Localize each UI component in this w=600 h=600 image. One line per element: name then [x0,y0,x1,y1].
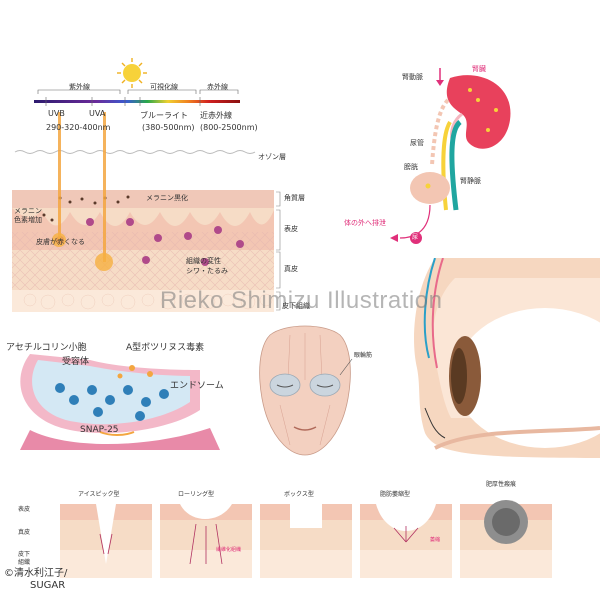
atrophy-label: 萎縮 [430,537,441,543]
blue-light-label: ブルーライト [140,111,188,120]
muscle-label: 眼輪筋 [354,352,373,359]
eye-section-diagram [395,258,600,458]
skin-uv-artwork [12,58,281,312]
copyright-credit: ©清水利江子/ SUGAR [4,568,67,592]
scar-title: アイスピック型 [78,491,120,498]
uv-label: 紫外線 [69,83,90,91]
skin-uv-diagram: 紫外線 可視化線 赤外線 UVB UVA 290-320-400nm ブルーライ… [0,0,330,320]
toxin-label: A型ボツリヌス毒素 [126,343,205,353]
scar-panel-atrophic: 脂肪萎縮型 萎縮 [360,492,452,578]
scar-panel-boxcar: ボックス型 [260,492,352,578]
uva-beam [103,112,106,262]
melanin-dots [42,195,130,222]
uv-range-label: 290-320-400nm [46,123,111,132]
left-eye-muscle [269,373,301,397]
excretion-label: 体の外へ排泄 [344,219,386,227]
layer-dermis-label: 真皮 [284,265,298,273]
bladder-label: 膀胱 [404,163,418,171]
vesicles [55,383,169,421]
layer-epidermis-label: 表皮 [284,225,298,233]
scar-layer-dermis: 真皮 [18,529,31,536]
spectrum-bar [34,100,240,103]
scar-panel-hypertrophic: 肥厚性瘢痕 [460,482,552,578]
synapse-artwork [20,354,220,450]
ozone-label: オゾン層 [258,153,286,161]
bladder-shape [410,172,450,204]
scar-title: ローリング型 [178,491,215,498]
face-muscle-artwork [259,325,353,456]
scar-layer-subcutis-1: 皮下 [18,551,31,558]
scar-layer-epidermis: 表皮 [18,506,31,513]
melanin-increase-label-2: 色素増加 [14,216,42,224]
uva-label: UVA [89,109,106,118]
near-ir-label: 近赤外線 [200,111,232,120]
melanin-black-label: メラニン黒化 [146,194,188,202]
kidney-shape [446,75,511,149]
layer-subcutis-label: 皮下組織 [282,302,310,310]
boxcar-scar-artwork [260,504,352,578]
scar-types-row: 表皮 真皮 皮下 組織 アイスピック型 ローリング型 繊維化組織 ボックス型 [18,482,600,582]
layer-horny-label: 角質層 [284,194,305,202]
near-ir-range: (800-2500nm) [200,123,258,132]
renal-vein-label: 腎静脈 [460,177,481,185]
snap25-label: SNAP-25 [80,425,119,435]
scar-panel-icepick: アイスピック型 [60,492,152,578]
tissue-change-label-2: シワ・たるみ [186,267,228,275]
scar-panel-rolling: ローリング型 繊維化組織 [160,492,252,578]
credit-line-1: ©清水利江子/ [4,568,68,579]
scar-title: 肥厚性瘢痕 [486,481,517,488]
scar-title: ボックス型 [284,491,314,498]
eye-section-artwork [414,258,600,458]
icepick-scar-artwork [60,504,152,578]
ir-label: 赤外線 [207,83,228,91]
watermark: Rieko Shimizu Illustration [160,287,443,314]
vesicle-label: アセチルコリン小胞 [6,343,87,353]
receptor-label: 受容体 [62,357,90,367]
atrophic-scar-artwork [360,504,452,578]
endosome-label: エンドソーム [170,381,224,391]
rolling-scar-artwork [160,504,252,578]
kidney-label: 腎臓 [472,65,486,73]
scar-layer-subcutis-2: 組織 [18,559,31,566]
ureter-label: 尿管 [410,139,424,147]
visible-label: 可視化線 [150,83,178,91]
credit-line-2: SUGAR [30,580,66,591]
right-eye-muscle [309,373,341,397]
hypertrophic-scar-artwork [460,500,552,578]
scar-title: 脂肪萎縮型 [380,491,411,498]
fibrosis-label: 繊維化組織 [216,547,242,553]
kidney-artwork [390,68,511,244]
renal-artery-label: 腎動脈 [402,73,423,81]
urine-label: 尿 [412,234,419,241]
kidney-diagram: 腎動脈 腎臓 尿管 膀胱 腎静脈 体の外へ排泄 尿 [344,60,530,250]
ozone-layer-line [14,150,256,154]
uvb-beam [58,112,61,240]
tissue-change-label-1: 組織の変性 [186,257,221,265]
blue-light-range: (380-500nm) [142,123,195,132]
uvb-label: UVB [48,109,65,118]
face-muscle-diagram: 眼輪筋 [230,325,380,475]
skin-red-label: 皮膚が赤くなる [36,238,85,246]
melanin-increase-label-1: メラニン [14,207,42,215]
synapse-diagram: アセチルコリン小胞 A型ボツリヌス毒素 受容体 エンドソーム SNAP-25 [0,340,230,450]
sun-icon [117,58,147,88]
